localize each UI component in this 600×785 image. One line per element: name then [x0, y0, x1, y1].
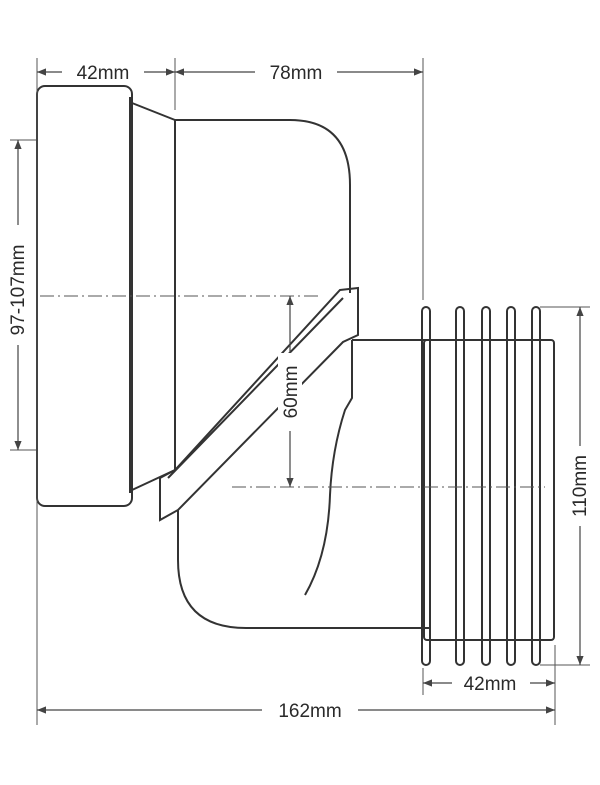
label-outlet-diameter: 110mm — [570, 455, 591, 517]
upper-elbow — [175, 119, 351, 293]
label-inlet-height: 97-107mm — [8, 245, 29, 336]
joint-band — [159, 286, 359, 522]
label-total-length: 162mm — [278, 701, 341, 722]
lower-elbow — [177, 510, 430, 629]
center-lines — [40, 295, 545, 488]
label-offset: 60mm — [281, 366, 302, 419]
pipe-outline — [36, 85, 555, 666]
outlet-ribs — [421, 306, 541, 666]
label-inlet-depth: 42mm — [77, 63, 130, 84]
dimension-labels: 42mm 78mm 97-107mm 60mm 110mm 42mm 162mm — [6, 60, 592, 722]
label-bend-width: 78mm — [270, 63, 323, 84]
label-outlet-length: 42mm — [464, 674, 517, 695]
